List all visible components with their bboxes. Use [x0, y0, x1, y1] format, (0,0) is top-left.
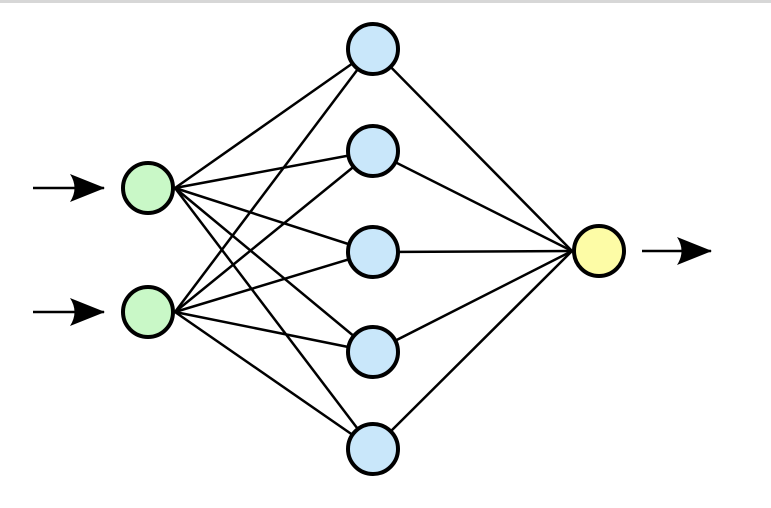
edge-hidden-1-to-output-1 [372, 48, 573, 252]
edge-input-2-to-hidden-5 [174, 310, 374, 451]
input-node-input-1 [121, 161, 175, 215]
hidden-node-hidden-3 [346, 225, 400, 279]
arrows-group [33, 174, 712, 326]
edges-group [174, 47, 573, 451]
hidden-node-hidden-5 [346, 422, 400, 476]
edge-input-2-to-hidden-3 [174, 250, 374, 314]
edge-hidden-5-to-output-1 [372, 250, 573, 450]
nodes-group [121, 22, 626, 476]
edge-input-1-to-hidden-1 [174, 47, 374, 190]
edge-hidden-4-to-output-1 [372, 249, 573, 354]
edge-input-1-to-hidden-2 [174, 149, 374, 190]
hidden-node-hidden-4 [346, 325, 400, 379]
output-node-output-1 [572, 224, 626, 278]
edge-hidden-3-to-output-1 [372, 249, 573, 254]
hidden-node-hidden-2 [346, 124, 400, 178]
edge-input-2-to-hidden-4 [174, 310, 374, 354]
edge-input-2-to-hidden-1 [174, 48, 374, 313]
edge-input-1-to-hidden-4 [174, 187, 374, 353]
hidden-node-hidden-1 [346, 22, 400, 76]
edge-input-1-to-hidden-3 [174, 186, 374, 254]
edge-input-2-to-hidden-2 [174, 150, 374, 313]
input-node-input-2 [121, 285, 175, 339]
edge-input-1-to-hidden-5 [174, 187, 374, 450]
edge-hidden-2-to-output-1 [372, 149, 573, 253]
window-top-border [0, 0, 771, 3]
